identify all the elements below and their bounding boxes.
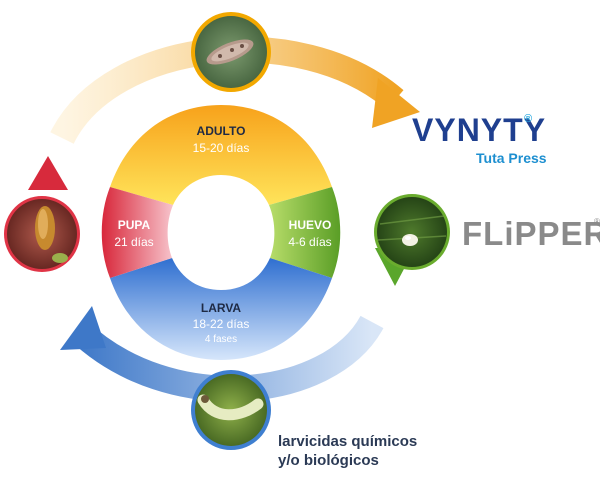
treatment-line-2: y/o biológicos (278, 452, 379, 469)
vynyty-subtitle: Tuta Press (476, 150, 547, 166)
pupa-photo (4, 196, 80, 272)
flipper-registered-mark: ® (594, 217, 600, 226)
stage-larva-extra: 4 fases (205, 334, 237, 345)
ring-segment-huevo (269, 187, 341, 278)
stage-pupa-name: PUPA (118, 218, 151, 232)
vynyty-registered-mark: ® (524, 113, 533, 125)
ring-segment-pupa (101, 187, 173, 278)
stage-huevo-name: HUEVO (289, 218, 332, 232)
stage-larva-duration: 18-22 días (193, 317, 250, 331)
stage-larva-name: LARVA (201, 301, 242, 315)
egg-photo (374, 194, 450, 270)
stage-adulto-name: ADULTO (197, 124, 246, 138)
ring-segment-larva (110, 258, 332, 360)
adult-moth-photo (191, 12, 271, 92)
stage-huevo-duration: 4-6 días (288, 235, 331, 249)
ring-segment-adulto (110, 105, 332, 205)
stage-adulto-duration: 15-20 días (193, 141, 250, 155)
treatment-line-1: larvicidas químicos (278, 433, 418, 450)
vynyty-logo: VYNYTY (412, 112, 547, 148)
flipper-logo: FLiPPER (462, 215, 600, 252)
larva-photo (191, 370, 271, 450)
treatment-note: larvicidas químicos y/o biológicos (278, 432, 478, 470)
stage-pupa-duration: 21 días (114, 235, 153, 249)
